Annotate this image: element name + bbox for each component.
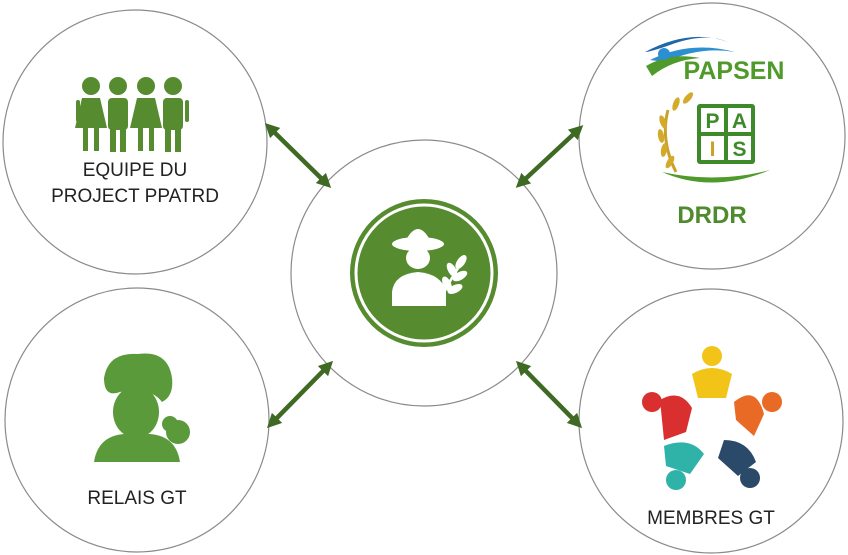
- label-top-left-line1: EQUIPE DU: [82, 160, 188, 181]
- wheat-icon: [657, 92, 770, 183]
- label-bottom-right: MEMBRES GT: [647, 508, 775, 529]
- label-top-left: EQUIPE DU PROJECT PPATRD: [35, 158, 235, 210]
- farmer-icon: [350, 199, 498, 347]
- pais-letter-a: A: [732, 110, 747, 133]
- team-circle-icon: [642, 346, 782, 490]
- label-drdr: DRDR: [677, 202, 747, 229]
- arrow-top-right: [515, 125, 584, 188]
- label-top-left-line2: PROJECT PPATRD: [51, 186, 219, 207]
- papsen-text: PAPSEN: [684, 57, 785, 85]
- papsen-logo: [645, 36, 735, 76]
- label-bottom-left: RELAIS GT: [87, 488, 187, 509]
- pais-letter-p: P: [705, 110, 719, 133]
- node-circle-top-left: [2, 9, 268, 275]
- people-group-icon: [75, 77, 189, 152]
- arrow-top-left: [264, 122, 332, 189]
- pais-letter-s: S: [732, 138, 746, 161]
- pais-letter-i: I: [710, 138, 716, 161]
- woman-head-wrap-icon: [94, 353, 190, 462]
- arrow-bottom-left: [266, 360, 334, 429]
- pais-emblem: [697, 104, 755, 164]
- arrow-bottom-right: [515, 360, 583, 429]
